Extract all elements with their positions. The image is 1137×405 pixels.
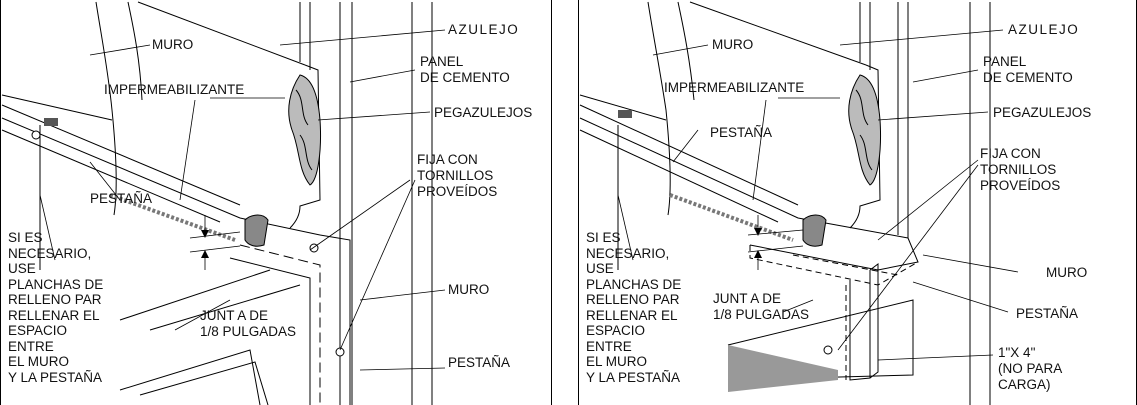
label-fija-con-tornillos: FIJA CON TORNILLOS PROVEÍDOS bbox=[980, 146, 1061, 193]
label-si-es-necesario: SI ES NECESARIO, USE PLANCHAS DE RELLENO… bbox=[8, 230, 104, 385]
label-pestana-bottom: PESTAÑA bbox=[448, 355, 511, 370]
label-impermeabilizante: IMPERMEABILIZANTE bbox=[664, 80, 805, 95]
label-board-1x4: 1"X 4" (NO PARA CARGA) bbox=[998, 345, 1063, 392]
label-junta: JUNT A DE 1/8 PULGADAS bbox=[713, 291, 810, 322]
left-diagram-panel: AZULEJO MURO PANEL DE CEMENTO IMPERMEABI… bbox=[0, 0, 552, 405]
label-pestana-top: PESTAÑA bbox=[710, 125, 773, 140]
label-azulejo: AZULEJO bbox=[448, 22, 520, 37]
label-muro-top: MURO bbox=[152, 37, 194, 52]
label-pegazulejos: PEGAZULEJOS bbox=[434, 105, 533, 120]
label-fija-con-tornillos: FIJA CON TORNILLOS PROVEÍDOS bbox=[417, 152, 498, 199]
label-junta: JUNT A DE 1/8 PULGADAS bbox=[200, 308, 297, 339]
label-muro-right: MURO bbox=[448, 282, 490, 297]
label-impermeabilizante: IMPERMEABILIZANTE bbox=[104, 82, 245, 97]
label-pestana-right: PESTAÑA bbox=[1016, 306, 1079, 321]
label-panel-cemento: PANEL DE CEMENTO bbox=[983, 54, 1073, 85]
label-si-es-necesario: SI ES NECESARIO, USE PLANCHAS DE RELLENO… bbox=[586, 230, 682, 385]
label-muro-top: MURO bbox=[712, 37, 754, 52]
right-diagram-panel: AZULEJO MURO PANEL DE CEMENTO IMPERMEABI… bbox=[578, 0, 1137, 405]
left-illustration bbox=[1, 1, 446, 405]
label-pestana-mid: PESTAÑA bbox=[90, 191, 153, 206]
panel-frame bbox=[0, 0, 552, 405]
label-pegazulejos: PEGAZULEJOS bbox=[993, 105, 1092, 120]
label-panel-cemento: PANEL DE CEMENTO bbox=[420, 54, 510, 85]
right-illustration bbox=[579, 1, 1019, 405]
label-muro-right: MURO bbox=[1046, 265, 1088, 280]
label-azulejo: AZULEJO bbox=[1008, 22, 1080, 37]
